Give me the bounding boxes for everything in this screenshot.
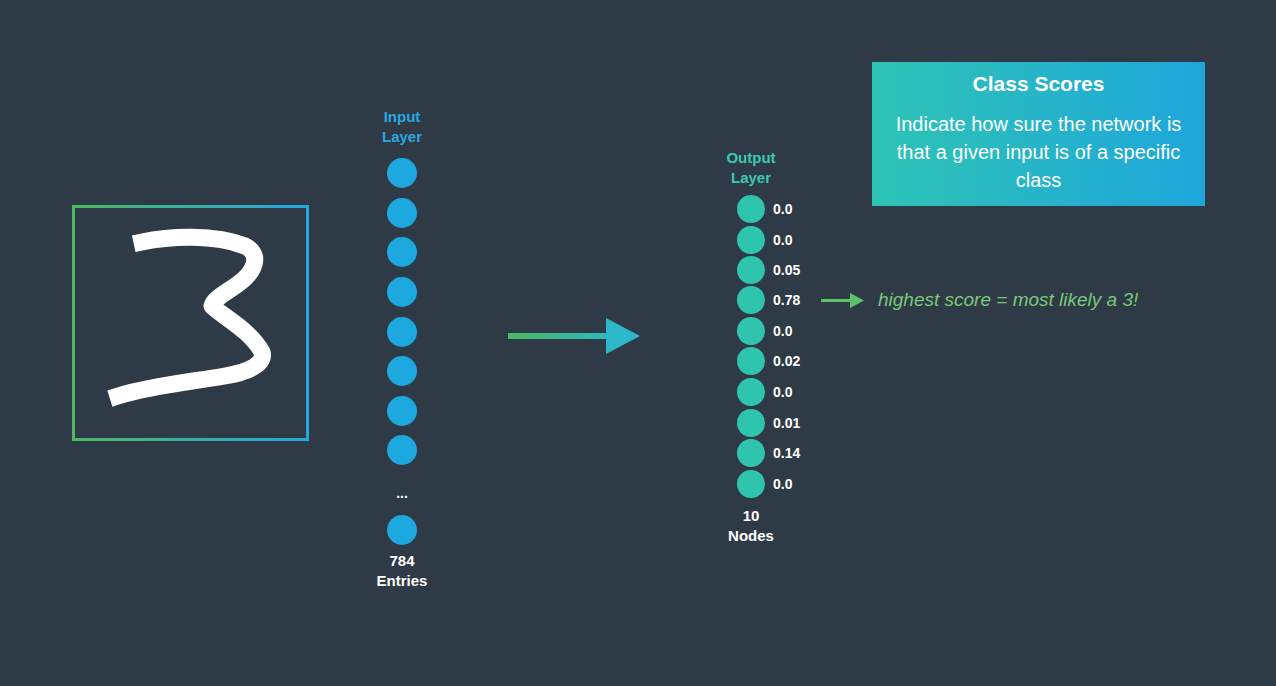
output-neurons	[737, 195, 765, 498]
arrow-shaft	[508, 333, 612, 339]
class-score: 0.0	[773, 200, 792, 218]
input-neurons	[387, 158, 417, 545]
neuron	[387, 435, 417, 465]
neuron	[387, 317, 417, 347]
handwritten-digit	[118, 237, 263, 396]
layer-title: Input Layer	[370, 107, 434, 147]
neuron	[737, 195, 765, 223]
neuron	[737, 317, 765, 345]
neuron	[387, 158, 417, 188]
neuron	[737, 286, 765, 314]
arrow-shaft	[821, 299, 853, 302]
neuron	[387, 356, 417, 386]
image-frame	[74, 207, 308, 440]
class-score: 0.02	[773, 352, 800, 370]
class-score: 0.0	[773, 383, 792, 401]
digit-image	[74, 207, 308, 440]
neuron	[737, 256, 765, 284]
neuron	[737, 409, 765, 437]
layer-size: 784 Entries	[370, 551, 434, 591]
class-score: 0.05	[773, 261, 800, 279]
neuron	[737, 470, 765, 498]
arrow-head	[606, 318, 640, 354]
neuron	[737, 347, 765, 375]
class-score: 0.78	[773, 291, 800, 309]
arrow-head	[850, 293, 864, 308]
annotation: highest score = most likely a 3!	[878, 289, 1138, 311]
layer-title: Output Layer	[719, 148, 783, 188]
layer-size: 10 Nodes	[719, 506, 783, 546]
neuron	[737, 226, 765, 254]
box-body: Indicate how sure the network is that a …	[886, 110, 1191, 194]
neuron	[387, 198, 417, 228]
neuron	[737, 439, 765, 467]
class-score: 0.0	[773, 231, 792, 249]
neuron	[387, 515, 417, 545]
neuron	[387, 277, 417, 307]
neuron	[387, 237, 417, 267]
class-score: 0.0	[773, 322, 792, 340]
info-box: Class ScoresIndicate how sure the networ…	[872, 62, 1205, 206]
neuron	[387, 396, 417, 426]
class-score: 0.0	[773, 475, 792, 493]
class-score: 0.01	[773, 414, 800, 432]
box-heading: Class Scores	[886, 72, 1191, 96]
pointer-arrow	[821, 293, 864, 308]
neuron	[737, 378, 765, 406]
class-score: 0.14	[773, 444, 800, 462]
ellipsis: ...	[396, 484, 408, 502]
flow-arrow	[508, 318, 640, 354]
